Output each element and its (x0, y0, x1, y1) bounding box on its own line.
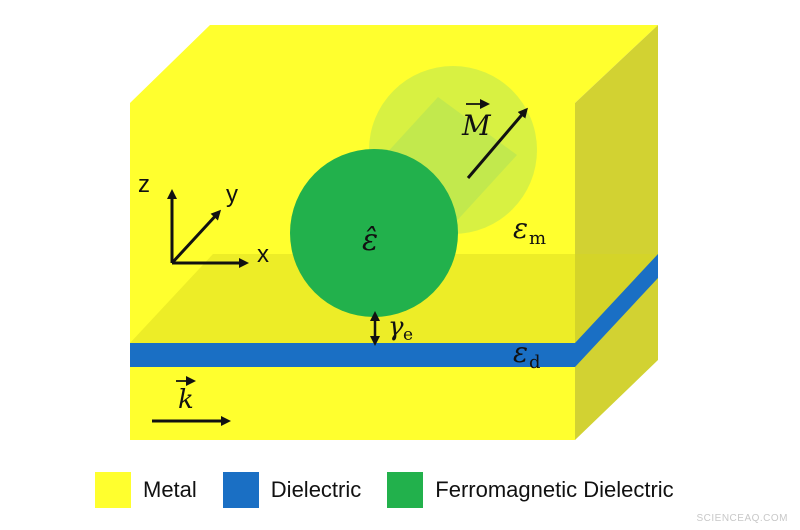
magnetization-symbol: M (461, 109, 492, 142)
legend-item-dielectric: Dielectric (222, 472, 362, 508)
legend-label-metal: Metal (143, 477, 197, 502)
structure-diagram: ε̂ z y x M ε m γ e ε d k (130, 25, 658, 440)
axis-y-label: y (226, 181, 238, 208)
legend-swatch-metal (95, 472, 131, 508)
epsilon-m-symbol: ε (513, 212, 528, 245)
axis-z-label: z (138, 171, 150, 198)
gamma-label: γ e (388, 312, 413, 345)
legend: Metal Dielectric Ferromagnetic Dielectri… (95, 472, 700, 508)
wavevector-symbol: k (178, 385, 194, 415)
legend-label-dielectric: Dielectric (270, 477, 362, 502)
epsilon-hat-label: ε̂ (362, 223, 378, 258)
epsilon-d-subscript: d (529, 352, 541, 373)
dielectric-front (130, 343, 575, 367)
epsilon-m-label: ε m (513, 212, 546, 249)
axis-y-arrow (170, 209, 222, 265)
wavevector-label: k (176, 376, 196, 415)
axis-x-label: x (257, 241, 269, 268)
gamma-symbol: γ (388, 312, 404, 342)
epsilon-d-label: ε d (513, 336, 541, 373)
dielectric-side (575, 254, 658, 367)
coordinate-axes: z y x (138, 171, 269, 268)
magnetization-label: M (461, 99, 492, 142)
epsilon-m-subscript: m (529, 228, 546, 249)
legend-swatch-ferromagnetic (387, 472, 424, 508)
legend-item-ferromagnetic: Ferromagnetic Dielectric (387, 472, 674, 508)
watermark: SCIENCEAQ.COM (696, 513, 788, 524)
ferromagnetic-cylinder (290, 149, 458, 317)
metal-top-face (130, 25, 658, 103)
legend-item-metal: Metal (95, 472, 197, 508)
legend-swatch-dielectric (222, 472, 259, 508)
magnetization-arrow (466, 107, 528, 179)
legend-label-ferromagnetic: Ferromagnetic Dielectric (435, 477, 674, 502)
gamma-subscript: e (403, 325, 413, 345)
epsilon-d-symbol: ε (513, 336, 528, 369)
